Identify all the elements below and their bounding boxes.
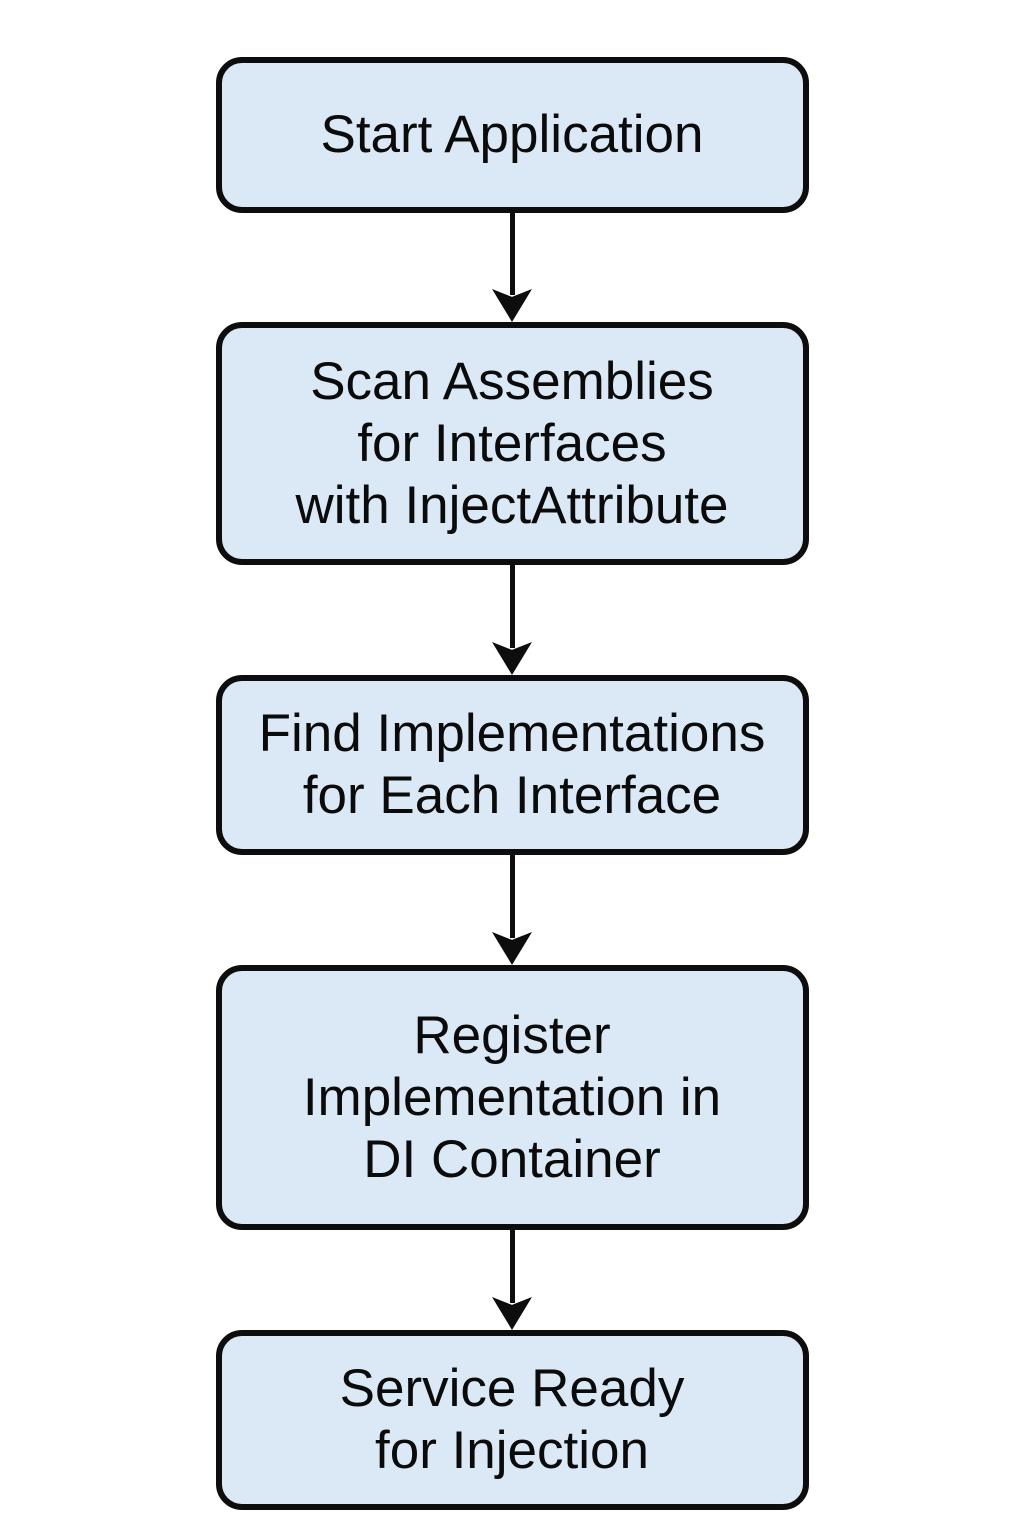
arrow-shaft	[509, 855, 515, 938]
flow-connector-4	[492, 1230, 532, 1330]
flow-node-label: Scan Assemblies for Interfaces with Inje…	[295, 351, 729, 535]
flow-node-label: Find Implementations for Each Interface	[258, 704, 766, 825]
flow-node-scan-assemblies: Scan Assemblies for Interfaces with Inje…	[215, 322, 809, 565]
flow-node-label: Register Implementation in DI Container	[302, 1005, 722, 1189]
flow-node-label: Start Application	[320, 105, 704, 164]
flow-node-register-implementation: Register Implementation in DI Container	[215, 965, 809, 1230]
arrow-shaft	[509, 213, 515, 295]
flow-node-label: Service Ready for Injection	[339, 1359, 685, 1480]
flow-connector-3	[492, 855, 532, 965]
flow-node-find-implementations: Find Implementations for Each Interface	[215, 675, 809, 855]
flow-node-start-application: Start Application	[215, 57, 809, 213]
arrow-shaft	[509, 1230, 515, 1303]
flow-connector-2	[492, 565, 532, 675]
flow-connector-1	[492, 213, 532, 322]
arrow-shaft	[509, 565, 515, 648]
flow-node-service-ready: Service Ready for Injection	[215, 1330, 809, 1510]
